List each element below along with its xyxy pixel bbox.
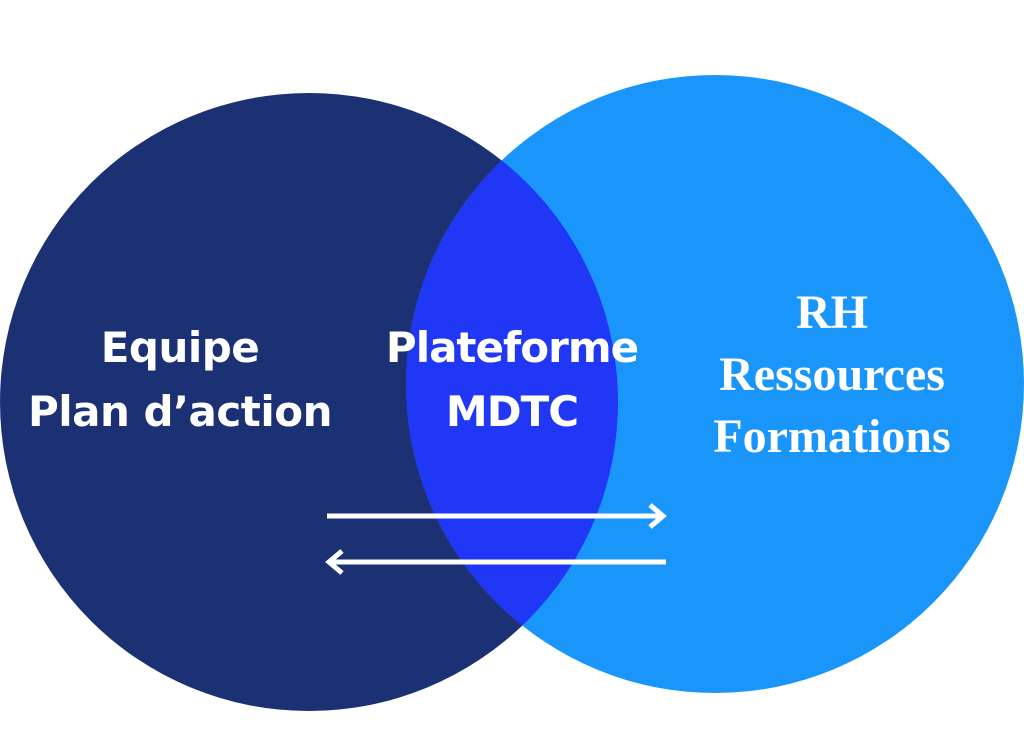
intersection-label: Plateforme MDTC [362, 316, 662, 444]
arrow-left [325, 549, 666, 575]
right-circle-label: RH Ressources Formations [672, 282, 992, 468]
right-label-line-1: RH [796, 286, 868, 339]
right-label-line-2: Ressources [719, 348, 945, 401]
left-circle-label: Equipe Plan d’action [10, 316, 350, 444]
center-label-line-2: MDTC [445, 387, 579, 436]
center-label-line-1: Plateforme [385, 323, 639, 372]
left-label-line-1: Equipe [100, 323, 260, 372]
arrow-right [327, 503, 667, 529]
right-label-line-3: Formations [713, 410, 951, 463]
left-label-line-2: Plan d’action [27, 387, 333, 436]
intersection-region [406, 93, 618, 693]
